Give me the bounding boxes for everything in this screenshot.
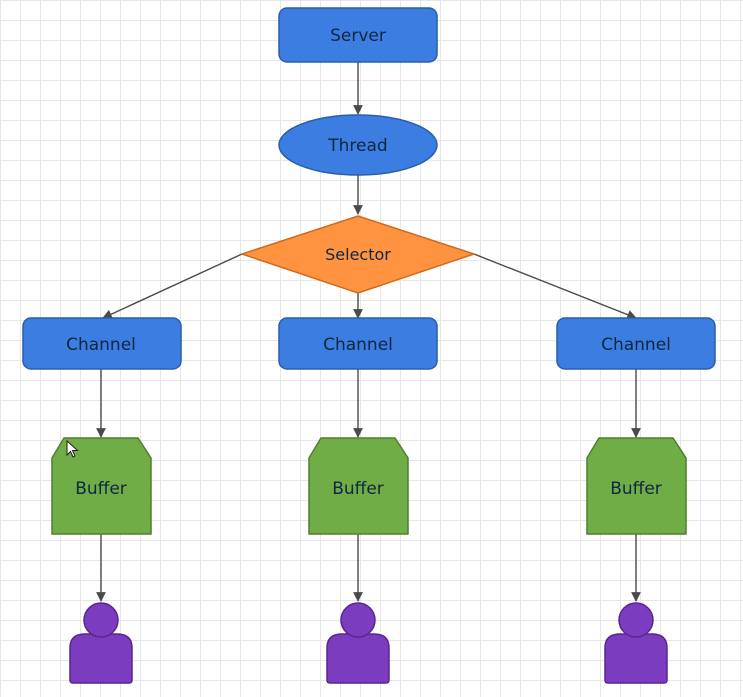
connectors (96, 62, 641, 602)
selector-to-channel-1-arrow (102, 253, 243, 319)
channel-label: Channel (66, 335, 136, 355)
channel-label: Channel (601, 335, 671, 355)
selector-to-channel-3-arrow (473, 253, 637, 320)
buffer-node-3: Buffer (586, 437, 687, 535)
thread-label: Thread (327, 136, 387, 156)
server-label: Server (330, 26, 386, 46)
channel-label: Channel (323, 335, 393, 355)
user-icon (326, 602, 390, 684)
server-node: Server (278, 7, 438, 63)
channel-node-3: Channel (556, 317, 716, 370)
user-icon (69, 602, 133, 684)
thread-node: Thread (278, 114, 438, 176)
buffer-node-2: Buffer (308, 437, 409, 535)
buffer-label: Buffer (75, 479, 127, 499)
channel-node-2: Channel (278, 317, 438, 370)
buffer-label: Buffer (610, 479, 662, 499)
buffer-label: Buffer (332, 479, 384, 499)
mouse-cursor-icon (66, 440, 79, 458)
user-icon (604, 602, 668, 684)
channel-node-1: Channel (22, 317, 182, 370)
buffer-node-1: Buffer (51, 437, 152, 535)
selector-label: Selector (325, 245, 391, 264)
selector-node: Selector (239, 215, 477, 294)
